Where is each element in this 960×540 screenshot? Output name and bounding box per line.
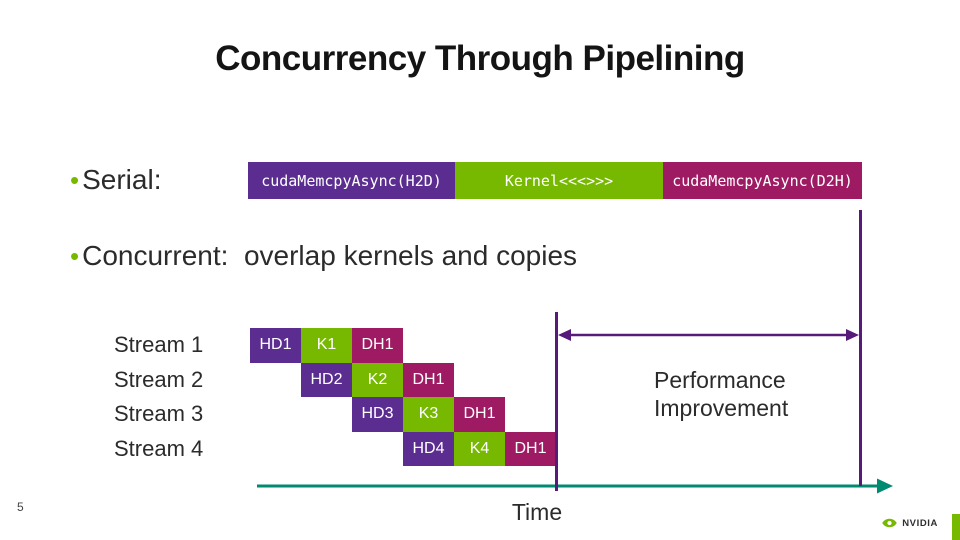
performance-arrow-left-head-icon xyxy=(558,329,571,341)
performance-line-2: Improvement xyxy=(654,395,789,421)
serial-label: Serial: xyxy=(82,164,162,195)
time-axis-arrowhead-icon xyxy=(877,478,893,494)
serial-bullet-line: • Serial: xyxy=(70,164,161,196)
stream-4-label: Stream 4 xyxy=(114,435,204,461)
accent-bar xyxy=(951,514,960,540)
stream-1-row: HD1 K1 DH1 xyxy=(250,328,403,363)
page-number: 5 xyxy=(17,500,24,514)
stream-4-kernel-block: K4 xyxy=(454,431,505,466)
stream-4-d2h-block: DH1 xyxy=(505,431,556,466)
stream-4-h2d-block: HD4 xyxy=(403,431,454,466)
concurrent-bullet-line: • Concurrent: overlap kernels and copies xyxy=(70,240,577,272)
nvidia-logo: NVIDIA xyxy=(881,517,938,529)
serial-block-kernel: Kernel<<<>>> xyxy=(455,162,663,199)
stream-2-kernel-block: K2 xyxy=(352,362,403,397)
nvidia-eye-icon xyxy=(882,518,897,528)
stream-2-d2h-block: DH1 xyxy=(403,362,454,397)
stream-1-label: Stream 1 xyxy=(114,332,204,357)
time-axis-label: Time xyxy=(511,499,563,525)
stream-4-row: HD4 K4 DH1 xyxy=(403,431,556,466)
serial-pipeline-bar: cudaMemcpyAsync(H2D) Kernel<<<>>> cudaMe… xyxy=(248,162,862,199)
stream-3-row: HD3 K3 DH1 xyxy=(352,397,505,432)
serial-block-h2d: cudaMemcpyAsync(H2D) xyxy=(248,162,455,199)
stream-2-label: Stream 2 xyxy=(114,366,204,392)
stream-1-kernel-block: K1 xyxy=(301,328,352,363)
slide-title: Concurrency Through Pipelining xyxy=(215,39,745,79)
stream-1-h2d-block: HD1 xyxy=(250,328,301,363)
bullet-icon: • xyxy=(70,241,80,271)
concurrent-label: Concurrent: overlap kernels and copies xyxy=(82,240,578,271)
bullet-icon: • xyxy=(70,165,80,195)
stream-3-kernel-block: K3 xyxy=(403,397,454,432)
stream-3-label: Stream 3 xyxy=(114,401,204,426)
stream-2-h2d-block: HD2 xyxy=(301,362,352,397)
performance-improvement-label: Performance Improvement xyxy=(654,366,788,422)
stream-1-d2h-block: DH1 xyxy=(352,328,403,363)
performance-arrow-right-head-icon xyxy=(846,329,859,341)
nvidia-wordmark: NVIDIA xyxy=(902,517,938,529)
stream-3-h2d-block: HD3 xyxy=(352,397,403,432)
performance-line-1: Performance xyxy=(654,367,786,393)
serial-block-d2h: cudaMemcpyAsync(D2H) xyxy=(663,162,862,199)
stream-2-row: HD2 K2 DH1 xyxy=(301,362,454,397)
stream-3-d2h-block: DH1 xyxy=(454,397,505,432)
